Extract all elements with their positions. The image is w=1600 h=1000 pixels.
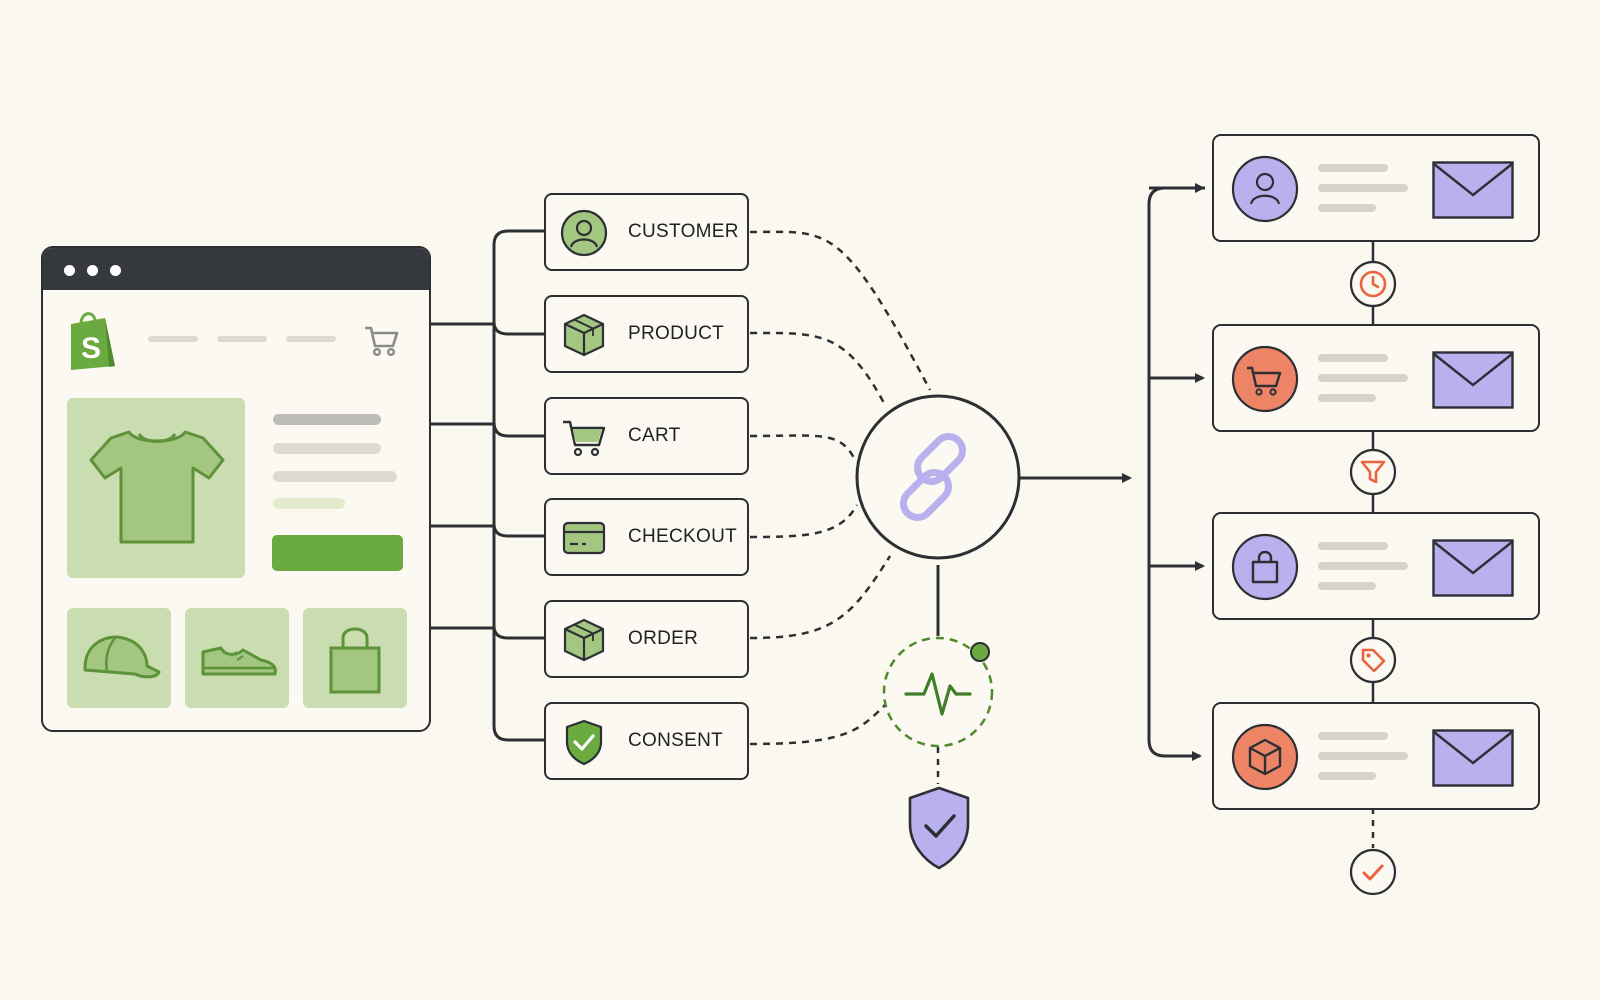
product-thumb-bag[interactable] <box>303 608 407 708</box>
product-text-placeholder <box>273 471 397 482</box>
product-price-placeholder <box>273 498 345 509</box>
pulse-icon <box>904 672 972 716</box>
event-consent[interactable]: CONSENT <box>544 702 749 780</box>
flow-card[interactable] <box>1212 324 1540 432</box>
bag-icon <box>1231 533 1299 601</box>
shield-check-icon <box>908 786 970 870</box>
text-placeholder <box>1318 562 1408 570</box>
box-icon <box>563 618 605 662</box>
package-icon <box>563 313 605 357</box>
text-placeholder <box>1318 394 1376 402</box>
event-order[interactable]: ORDER <box>544 600 749 678</box>
product-thumb-sneaker[interactable] <box>185 608 289 708</box>
shield-check-icon <box>565 719 603 766</box>
flow-card[interactable] <box>1212 512 1540 620</box>
product-title-placeholder <box>273 414 381 425</box>
cart-icon <box>563 420 606 457</box>
text-placeholder <box>1318 542 1388 550</box>
nav-link[interactable] <box>217 336 267 342</box>
integration-hub[interactable] <box>854 393 1022 561</box>
event-label: CHECKOUT <box>628 526 738 547</box>
shopify-logo-letter: S <box>81 332 101 365</box>
product-hero-image[interactable] <box>67 398 245 578</box>
text-placeholder <box>1318 752 1408 760</box>
check-icon[interactable] <box>1349 848 1397 896</box>
storefront-connectors <box>429 229 546 742</box>
shopify-bag-icon: S <box>71 312 115 370</box>
text-placeholder <box>1318 374 1408 382</box>
cap-icon <box>83 635 161 679</box>
envelope-icon <box>1432 539 1514 597</box>
person-icon <box>560 209 608 257</box>
monitoring-node[interactable] <box>880 630 1006 756</box>
sneaker-icon <box>201 646 277 676</box>
text-placeholder <box>1318 732 1388 740</box>
nav-link[interactable] <box>286 336 336 342</box>
envelope-icon <box>1432 729 1514 787</box>
event-cart[interactable]: CART <box>544 397 749 475</box>
event-label: CUSTOMER <box>628 221 739 242</box>
flow-card[interactable] <box>1212 702 1540 810</box>
tshirt-icon <box>89 430 225 544</box>
text-placeholder <box>1318 354 1388 362</box>
flow-card[interactable] <box>1212 134 1540 242</box>
product-text-placeholder <box>273 443 381 454</box>
nav-link[interactable] <box>148 336 198 342</box>
text-placeholder <box>1318 582 1376 590</box>
credit-card-icon <box>562 521 606 555</box>
status-dot <box>970 642 990 662</box>
event-checkout[interactable]: CHECKOUT <box>544 498 749 576</box>
add-to-cart-button[interactable] <box>272 535 403 571</box>
clock-icon[interactable] <box>1349 260 1397 308</box>
text-placeholder <box>1318 772 1376 780</box>
event-label: PRODUCT <box>628 323 725 344</box>
text-placeholder <box>1318 164 1388 172</box>
window-dot <box>110 265 121 276</box>
filter-icon[interactable] <box>1349 448 1397 496</box>
text-placeholder <box>1318 184 1408 192</box>
window-dot <box>64 265 75 276</box>
event-customer[interactable]: CUSTOMER <box>544 193 749 271</box>
event-to-hub-connectors <box>749 230 932 746</box>
cart-icon[interactable] <box>363 324 401 358</box>
envelope-icon <box>1432 161 1514 219</box>
box-icon <box>1231 723 1299 791</box>
storefront-window: S <box>41 246 431 732</box>
link-icon <box>900 433 966 521</box>
tag-icon[interactable] <box>1349 636 1397 684</box>
hub-to-flows-connectors <box>1020 183 1205 761</box>
event-label: ORDER <box>628 628 699 649</box>
envelope-icon <box>1432 351 1514 409</box>
cart-icon <box>1231 345 1299 413</box>
text-placeholder <box>1318 204 1376 212</box>
event-label: CART <box>628 425 681 446</box>
person-icon <box>1231 155 1299 223</box>
window-dot <box>87 265 98 276</box>
event-label: CONSENT <box>628 730 723 751</box>
bag-icon <box>329 627 381 694</box>
window-titlebar <box>43 248 429 290</box>
event-product[interactable]: PRODUCT <box>544 295 749 373</box>
product-thumb-cap[interactable] <box>67 608 171 708</box>
